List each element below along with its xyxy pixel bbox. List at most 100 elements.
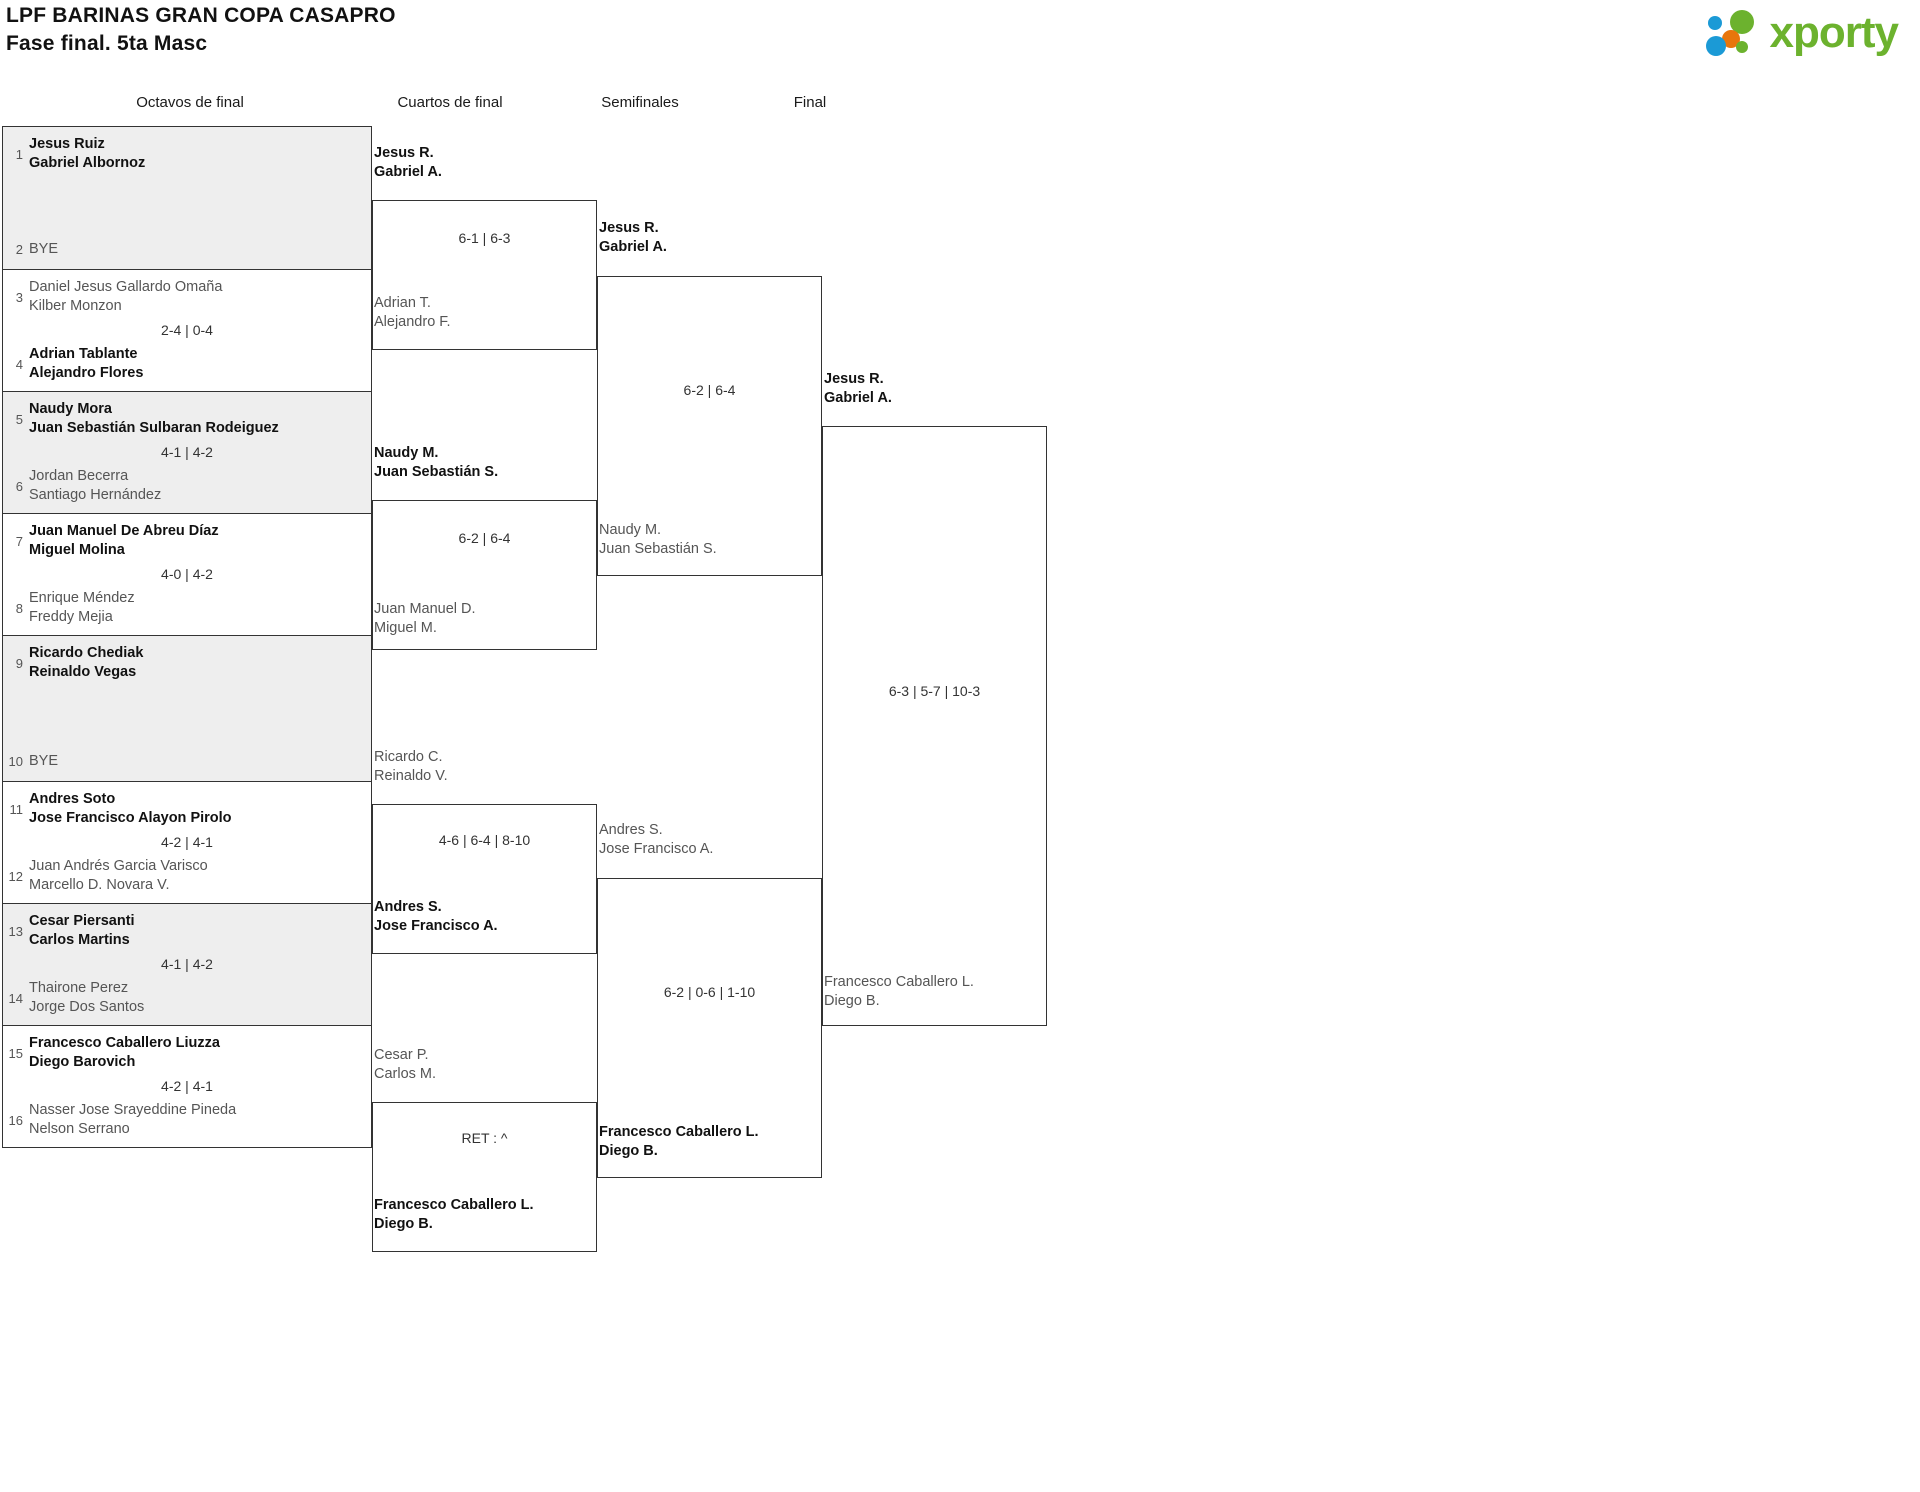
- r1-match-5-top: 9 Ricardo Chediak Reinaldo Vegas: [3, 644, 144, 682]
- seed-number: 1: [15, 147, 23, 162]
- r1-match-1[interactable]: 1 Jesus Ruiz Gabriel Albornoz 2 BYE: [2, 126, 372, 270]
- r1-match-8-score: 4-2 | 4-1: [161, 1078, 213, 1094]
- bye-label: BYE: [29, 753, 59, 769]
- r1-match-6-score: 4-2 | 4-1: [161, 834, 213, 850]
- r1-match-8[interactable]: 15 Francesco Caballero Liuzza Diego Baro…: [2, 1026, 372, 1148]
- r1-match-7-score: 4-1 | 4-2: [161, 956, 213, 972]
- team-names: Juan Andrés Garcia Varisco Marcello D. N…: [29, 858, 208, 893]
- seed-number: 6: [15, 479, 23, 494]
- r1-match-5[interactable]: 9 Ricardo Chediak Reinaldo Vegas 10 BYE: [2, 636, 372, 782]
- qf-4-top-team: Cesar P. Carlos M.: [374, 1047, 437, 1082]
- team-names: Adrian Tablante Alejandro Flores: [29, 346, 144, 381]
- r1-match-7-top: 13 Cesar Piersanti Carlos Martins: [3, 912, 135, 950]
- qf-4-box[interactable]: [372, 1102, 597, 1252]
- r1-match-6[interactable]: 11 Andres Soto Jose Francisco Alayon Pir…: [2, 782, 372, 904]
- final-score: 6-3 | 5-7 | 10-3: [888, 683, 981, 699]
- team-names: Andres Soto Jose Francisco Alayon Pirolo: [29, 791, 232, 826]
- r1-match-3[interactable]: 5 Naudy Mora Juan Sebastián Sulbaran Rod…: [2, 392, 372, 514]
- team-names: Juan Manuel De Abreu Díaz Miguel Molina: [29, 523, 219, 558]
- r1-match-4-top: 7 Juan Manuel De Abreu Díaz Miguel Molin…: [3, 522, 219, 560]
- xporty-logo: xporty: [1705, 8, 1899, 58]
- r1-match-2-score: 2-4 | 0-4: [161, 322, 213, 338]
- seed-number: 11: [9, 802, 24, 817]
- round-header-final: Final: [793, 94, 827, 111]
- r1-match-1-bot: 2 BYE: [3, 240, 58, 259]
- round-header-octavos: Octavos de final: [136, 94, 244, 111]
- seed-number: 8: [15, 601, 23, 616]
- seed-number: 10: [8, 754, 23, 769]
- sf-2-top-team: Andres S. Jose Francisco A.: [599, 822, 714, 857]
- qf-3-score: 4-6 | 6-4 | 8-10: [438, 832, 531, 848]
- team-names: Thairone Perez Jorge Dos Santos: [29, 980, 145, 1015]
- logo-dots-icon: [1705, 8, 1766, 58]
- round-header-semifinales: Semifinales: [601, 94, 679, 111]
- r1-match-4-bot: 8 Enrique Méndez Freddy Mejia: [3, 589, 135, 627]
- qf-1-box[interactable]: [372, 200, 597, 350]
- r1-match-1-top: 1 Jesus Ruiz Gabriel Albornoz: [3, 135, 146, 173]
- sf-1-bot-team: Naudy M. Juan Sebastián S.: [599, 522, 717, 557]
- seed-number: 16: [8, 1113, 23, 1128]
- qf-1-bot-team: Adrian T. Alejandro F.: [374, 295, 451, 330]
- qf-2-top-team: Naudy M. Juan Sebastián S.: [374, 445, 499, 480]
- round-octavos: 1 Jesus Ruiz Gabriel Albornoz 2 BYE 3 Da…: [2, 126, 372, 1148]
- qf-2-score: 6-2 | 6-4: [458, 530, 511, 546]
- seed-number: 14: [8, 991, 23, 1006]
- r1-match-6-bot: 12 Juan Andrés Garcia Varisco Marcello D…: [3, 857, 208, 895]
- logo-wordmark: xporty: [1769, 8, 1899, 57]
- r1-match-8-top: 15 Francesco Caballero Liuzza Diego Baro…: [3, 1034, 220, 1072]
- r1-match-4-score: 4-0 | 4-2: [161, 566, 213, 582]
- sf-1-box[interactable]: [597, 276, 822, 576]
- final-top-team: Jesus R. Gabriel A.: [824, 371, 892, 406]
- team-names: Ricardo Chediak Reinaldo Vegas: [29, 645, 144, 680]
- r1-match-3-score: 4-1 | 4-2: [161, 444, 213, 460]
- bye-label: BYE: [29, 241, 59, 257]
- r1-match-4[interactable]: 7 Juan Manuel De Abreu Díaz Miguel Molin…: [2, 514, 372, 636]
- qf-4-score: RET : ^: [461, 1130, 508, 1146]
- team-names: Jesus Ruiz Gabriel Albornoz: [29, 136, 146, 171]
- seed-number: 4: [15, 357, 23, 372]
- qf-1-score: 6-1 | 6-3: [458, 230, 511, 246]
- team-names: Daniel Jesus Gallardo Omaña Kilber Monzo…: [29, 279, 223, 314]
- r1-match-2[interactable]: 3 Daniel Jesus Gallardo Omaña Kilber Mon…: [2, 270, 372, 392]
- sf-2-score: 6-2 | 0-6 | 1-10: [663, 984, 756, 1000]
- sf-1-score: 6-2 | 6-4: [683, 382, 736, 398]
- seed-number: 7: [15, 534, 23, 549]
- round-header-cuartos: Cuartos de final: [397, 94, 503, 111]
- r1-match-3-bot: 6 Jordan Becerra Santiago Hernández: [3, 467, 161, 505]
- r1-match-6-top: 11 Andres Soto Jose Francisco Alayon Pir…: [3, 790, 232, 828]
- team-names: Jordan Becerra Santiago Hernández: [29, 468, 162, 503]
- seed-number: 5: [15, 412, 23, 427]
- r1-match-8-bot: 16 Nasser Jose Srayeddine Pineda Nelson …: [3, 1101, 237, 1139]
- r1-match-7[interactable]: 13 Cesar Piersanti Carlos Martins 14 Tha…: [2, 904, 372, 1026]
- team-names: Nasser Jose Srayeddine Pineda Nelson Ser…: [29, 1102, 237, 1137]
- qf-4-bot-team: Francesco Caballero L. Diego B.: [374, 1197, 534, 1232]
- qf-2-box[interactable]: [372, 500, 597, 650]
- qf-3-bot-team: Andres S. Jose Francisco A.: [374, 899, 498, 934]
- qf-3-top-team: Ricardo C. Reinaldo V.: [374, 749, 448, 784]
- final-bot-team: Francesco Caballero L. Diego B.: [824, 974, 974, 1009]
- team-names: Naudy Mora Juan Sebastián Sulbaran Rodei…: [29, 401, 279, 436]
- r1-match-2-bot: 4 Adrian Tablante Alejandro Flores: [3, 345, 144, 383]
- team-names: Francesco Caballero Liuzza Diego Barovic…: [29, 1035, 220, 1070]
- r1-match-5-bot: 10 BYE: [3, 752, 58, 771]
- r1-match-7-bot: 14 Thairone Perez Jorge Dos Santos: [3, 979, 145, 1017]
- tournament-title: LPF BARINAS GRAN COPA CASAPRO: [6, 4, 396, 27]
- sf-2-bot-team: Francesco Caballero L. Diego B.: [599, 1124, 759, 1159]
- seed-number: 13: [8, 924, 23, 939]
- sf-1-top-team: Jesus R. Gabriel A.: [599, 220, 667, 255]
- qf-1-top-team: Jesus R. Gabriel A.: [374, 145, 442, 180]
- team-names: Enrique Méndez Freddy Mejia: [29, 590, 135, 625]
- qf-3-box[interactable]: [372, 804, 597, 954]
- team-names: Cesar Piersanti Carlos Martins: [29, 913, 135, 948]
- seed-number: 2: [15, 242, 23, 257]
- seed-number: 12: [8, 869, 23, 884]
- r1-match-3-top: 5 Naudy Mora Juan Sebastián Sulbaran Rod…: [3, 400, 279, 438]
- qf-2-bot-team: Juan Manuel D. Miguel M.: [374, 601, 476, 636]
- sf-2-box[interactable]: [597, 878, 822, 1178]
- seed-number: 15: [8, 1046, 23, 1061]
- seed-number: 3: [15, 290, 23, 305]
- r1-match-2-top: 3 Daniel Jesus Gallardo Omaña Kilber Mon…: [3, 278, 223, 316]
- final-box[interactable]: [822, 426, 1047, 1026]
- tournament-subtitle: Fase final. 5ta Masc: [6, 32, 208, 55]
